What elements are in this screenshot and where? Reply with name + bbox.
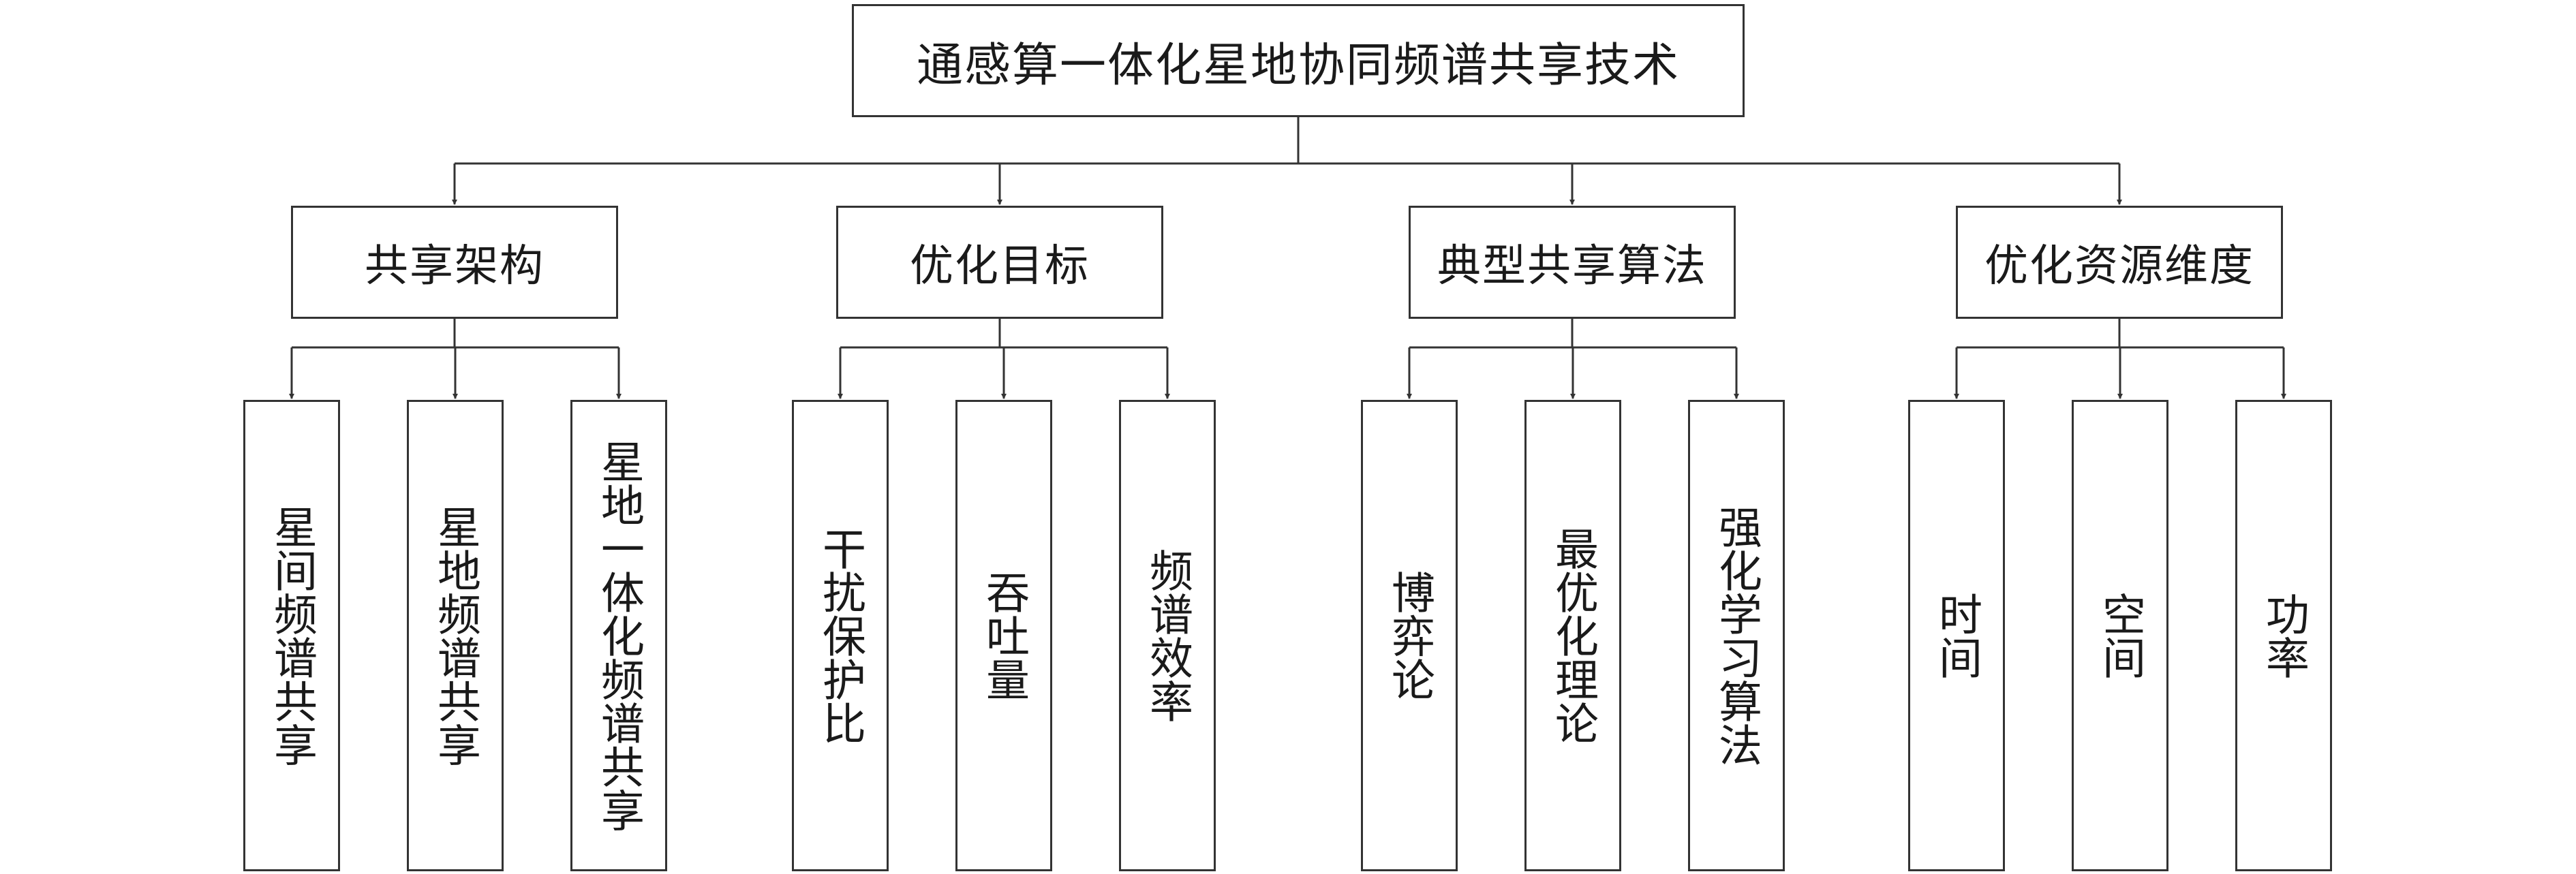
category-optimized-resource-dimension: 优化资源维度 — [1956, 206, 2283, 319]
category-label: 优化目标 — [910, 241, 1090, 292]
leaf-label: 功率 — [2258, 592, 2309, 679]
leaf-label: 时间 — [1931, 592, 1982, 679]
category-label: 共享架构 — [365, 241, 545, 292]
leaf-label: 博弈论 — [1384, 570, 1435, 701]
leaf-label: 频谱效率 — [1142, 548, 1193, 723]
leaf-interference-protection-ratio: 干扰保护比 — [792, 400, 889, 871]
leaf-label: 干扰保护比 — [815, 527, 865, 745]
leaf-space: 空间 — [2072, 400, 2168, 871]
leaf-label: 星间频谱共享 — [266, 505, 317, 766]
leaf-satellite-terrestrial-spectrum-sharing: 星地频谱共享 — [407, 400, 504, 871]
leaf-integrated-spectrum-sharing: 星地一体化频谱共享 — [570, 400, 667, 871]
leaf-time: 时间 — [1908, 400, 2005, 871]
leaf-throughput: 吞吐量 — [955, 400, 1052, 871]
leaf-game-theory: 博弈论 — [1361, 400, 1458, 871]
category-label: 优化资源维度 — [1984, 241, 2254, 292]
category-optimization-objective: 优化目标 — [836, 206, 1163, 319]
leaf-spectral-efficiency: 频谱效率 — [1119, 400, 1216, 871]
leaf-label: 强化学习算法 — [1711, 505, 1762, 766]
root-node-label: 通感算一体化星地协同频谱共享技术 — [916, 38, 1680, 93]
leaf-label: 空间 — [2095, 592, 2145, 679]
category-sharing-architecture: 共享架构 — [291, 206, 618, 319]
leaf-power: 功率 — [2235, 400, 2332, 871]
category-label: 典型共享算法 — [1437, 241, 1707, 292]
leaf-inter-satellite-spectrum-sharing: 星间频谱共享 — [243, 400, 340, 871]
leaf-label: 星地频谱共享 — [430, 505, 480, 766]
root-node: 通感算一体化星地协同频谱共享技术 — [852, 4, 1745, 117]
category-typical-sharing-algorithms: 典型共享算法 — [1409, 206, 1736, 319]
leaf-label: 最优化理论 — [1548, 527, 1598, 745]
leaf-label: 吞吐量 — [979, 570, 1029, 701]
leaf-reinforcement-learning: 强化学习算法 — [1688, 400, 1785, 871]
leaf-label: 星地一体化频谱共享 — [594, 439, 644, 832]
leaf-optimization-theory: 最优化理论 — [1524, 400, 1621, 871]
